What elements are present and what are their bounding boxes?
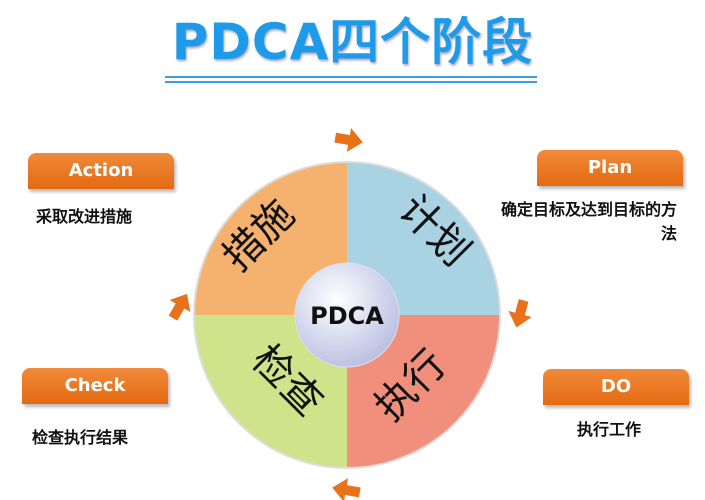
stage-desc-plan: 确定目标及达到目标的方法: [500, 200, 677, 243]
stage-tag-action: Action: [28, 153, 174, 189]
arrow-left-icon: [332, 478, 361, 500]
title-underline: [165, 76, 537, 78]
quadrant-check: [195, 315, 347, 467]
center-hub: [294, 262, 400, 368]
center-label: PDCA: [310, 302, 384, 330]
title-underline: [165, 81, 537, 83]
stage-desc-action: 采取改进措施: [36, 207, 133, 226]
quadrant-plan: [347, 163, 499, 315]
stage-tag-plan: Plan: [537, 150, 683, 186]
page-title: PDCA四个阶段: [171, 13, 534, 71]
arrow-right-icon: [334, 128, 363, 152]
quadrant-do: [347, 315, 499, 467]
stage-tag-check: Check: [22, 368, 168, 404]
stage-desc-do: 执行工作: [577, 420, 642, 439]
arrow-up-icon: [168, 293, 191, 321]
stage-tag-do: DO: [543, 369, 689, 405]
stage-desc-check: 检查执行结果: [32, 428, 129, 447]
arrow-down-icon: [508, 299, 532, 328]
quadrant-action: [195, 163, 347, 315]
